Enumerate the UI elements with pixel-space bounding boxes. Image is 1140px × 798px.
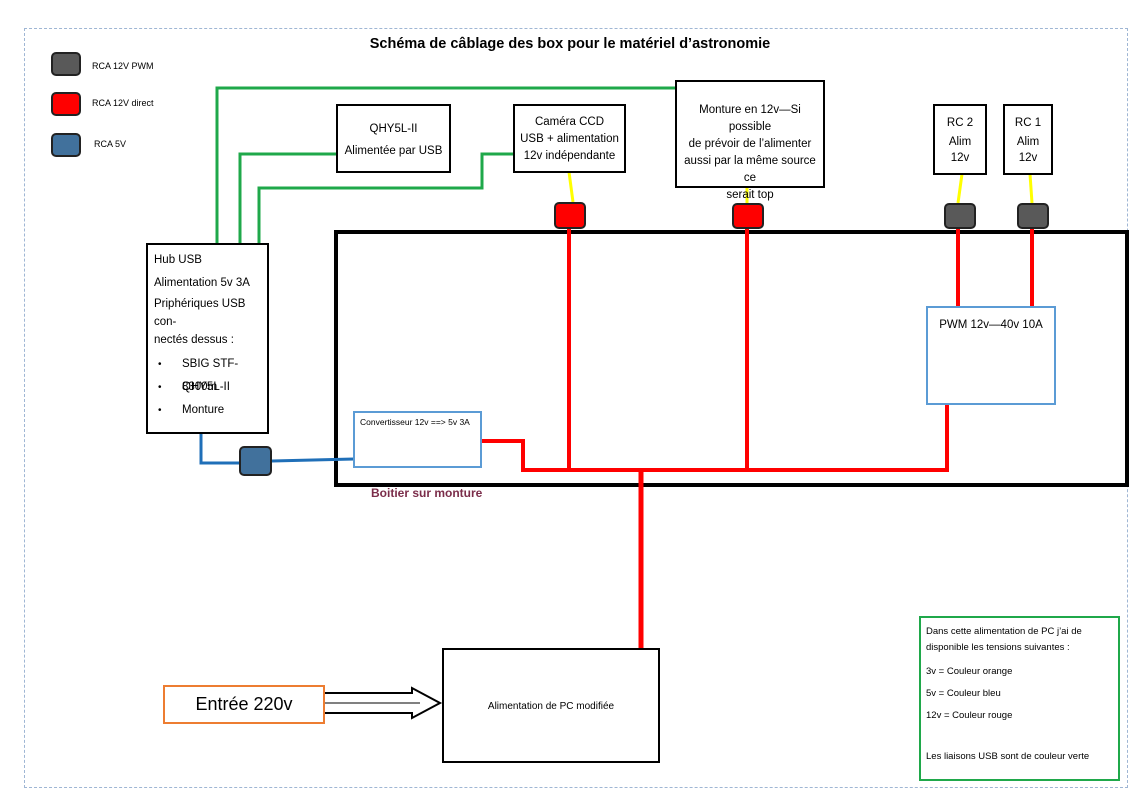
ccd-line1: Caméra CCD bbox=[534, 116, 604, 128]
notes-line: disponible les tensions suivantes : bbox=[926, 642, 1070, 653]
stub-camera bbox=[567, 171, 575, 203]
pwm-label: PWM 12v—40v 10A bbox=[939, 319, 1043, 331]
mount-line1: Monture en 12v—Si possible bbox=[699, 104, 801, 133]
stub-rc2 bbox=[956, 173, 964, 204]
wire-main-bus bbox=[482, 405, 949, 472]
rca-12v-direct-mount bbox=[732, 203, 764, 229]
notes-line: Les liaisons USB sont de couleur verte bbox=[926, 751, 1090, 762]
legend-5v-swatch bbox=[51, 133, 81, 157]
qhy-title: QHY5L-II bbox=[369, 123, 418, 135]
hub-power: Alimentation 5v 3A bbox=[154, 277, 250, 289]
usb-hub-box: Hub USB Alimentation 5v 3A Priphériques … bbox=[146, 243, 269, 434]
mount-box: Monture en 12v—Si possible de prévoir de… bbox=[675, 80, 825, 201]
mount-line3: aussi par la même source ce bbox=[684, 155, 816, 184]
notes-box: Dans cette alimentation de PC j’ai de di… bbox=[919, 616, 1120, 781]
ccd-camera-box: Caméra CCD USB + alimentation 12v indépe… bbox=[513, 104, 626, 173]
rc1-box: RC 1 Alim 12v bbox=[1003, 104, 1053, 175]
mount-line2: de prévoir de l’alimenter bbox=[688, 138, 812, 150]
legend-pwm-label: RCA 12V PWM bbox=[92, 61, 154, 71]
legend-direct-label: RCA 12V direct bbox=[92, 98, 154, 108]
notes-line: 5v = Couleur bleu bbox=[926, 688, 1001, 699]
qhy-subtitle: Alimentée par USB bbox=[344, 145, 443, 157]
wire-5v-hub bbox=[199, 433, 239, 465]
rc2-title: RC 2 bbox=[946, 117, 974, 129]
legend-5v-label: RCA 5V bbox=[94, 139, 127, 149]
converter-box: Convertisseur 12v ==> 5v 3A bbox=[353, 411, 482, 468]
rc2-voltage: 12v bbox=[950, 152, 970, 164]
hub-device-item: SBIG STF-8300m bbox=[154, 353, 267, 393]
notes-line: Dans cette alimentation de PC j’ai de bbox=[926, 626, 1082, 637]
stub-rc1 bbox=[1028, 173, 1034, 204]
mount-line4: serait top bbox=[726, 189, 774, 201]
legend-direct-swatch bbox=[51, 92, 81, 116]
usb-wire-mount bbox=[215, 86, 676, 244]
usb-wire-qhy bbox=[238, 152, 336, 244]
wire-5v-converter bbox=[271, 457, 355, 463]
hub-title: Hub USB bbox=[154, 254, 202, 266]
hub-device-item: Monture bbox=[154, 399, 267, 422]
fivev-wires bbox=[199, 433, 355, 465]
psu-label: Alimentation de PC modifiée bbox=[487, 701, 615, 712]
rc2-alim: Alim bbox=[948, 136, 972, 148]
mains-input-label: Entrée 220v bbox=[195, 694, 293, 714]
hub-device-item: QHY5L-II bbox=[154, 376, 267, 399]
notes-line: 12v = Couleur rouge bbox=[926, 710, 1013, 721]
qhy-camera-box: QHY5L-II Alimentée par USB bbox=[336, 104, 451, 173]
page-title: Schéma de câblage des box pour le matéri… bbox=[369, 36, 771, 52]
rca-12v-pwm-rc1 bbox=[1017, 203, 1049, 229]
enclosure-label: Boitier sur monture bbox=[371, 486, 483, 500]
notes-line: 3v = Couleur orange bbox=[926, 666, 1013, 677]
rc1-voltage: 12v bbox=[1018, 152, 1038, 164]
rc1-alim: Alim bbox=[1016, 136, 1040, 148]
power-wires bbox=[482, 228, 1034, 648]
hub-device-list: SBIG STF-8300m QHY5L-II Monture bbox=[154, 353, 267, 422]
usb-wire-camera bbox=[257, 152, 513, 244]
rca-12v-pwm-rc2 bbox=[944, 203, 976, 229]
rc1-title: RC 1 bbox=[1014, 117, 1042, 129]
ccd-line2: USB + alimentation bbox=[520, 133, 619, 145]
rca-12v-direct-camera bbox=[554, 202, 586, 229]
legend-pwm-swatch bbox=[51, 52, 81, 76]
hub-periph-line1: Priphériques USB con- bbox=[154, 298, 246, 328]
yellow-stubs bbox=[567, 171, 1034, 204]
pc-psu-box: Alimentation de PC modifiée bbox=[442, 648, 660, 763]
enclosure-outline bbox=[334, 230, 1129, 487]
ccd-line3: 12v indépendante bbox=[523, 150, 616, 162]
usb-wires bbox=[215, 86, 676, 244]
mains-input-box: Entrée 220v bbox=[163, 685, 325, 724]
hub-periph-line2: nectés dessus : bbox=[154, 334, 234, 346]
rca-5v-connector bbox=[239, 446, 272, 476]
converter-label: Convertisseur 12v ==> 5v 3A bbox=[360, 417, 470, 427]
pwm-controller-box: PWM 12v—40v 10A bbox=[926, 306, 1056, 405]
rc2-box: RC 2 Alim 12v bbox=[933, 104, 987, 175]
